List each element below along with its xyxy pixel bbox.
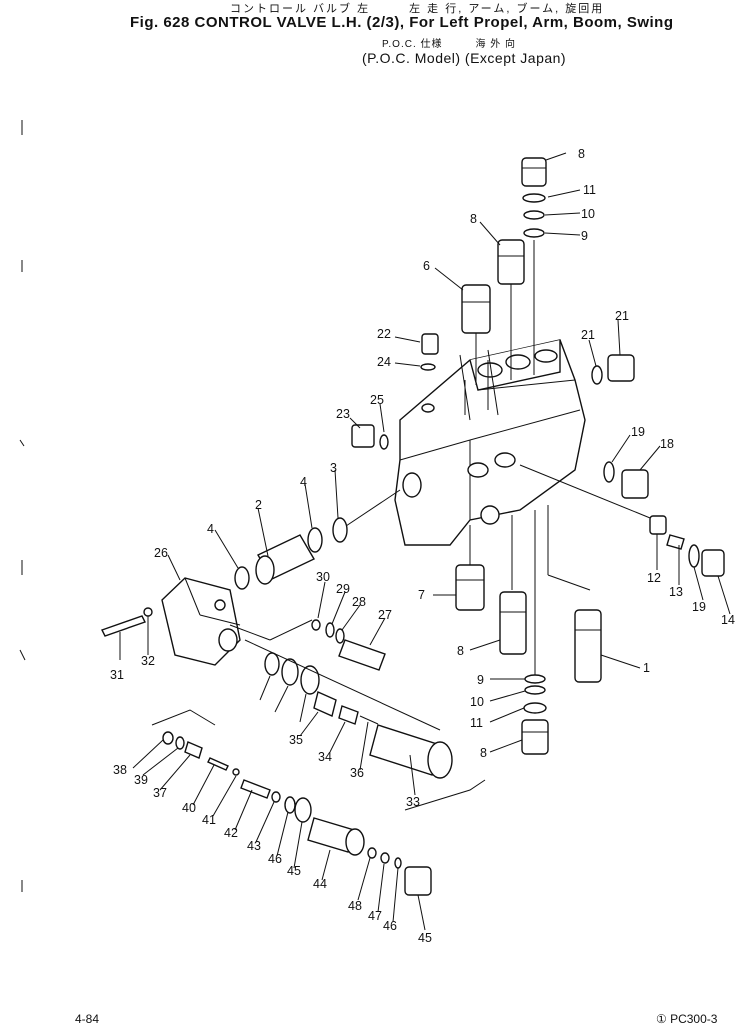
group-brackets <box>151 709 486 811</box>
lower-valve-stack <box>455 505 602 755</box>
callout-22: 26 <box>154 546 168 560</box>
callout-13: 13 <box>669 585 683 599</box>
figure-subtitle: (P.O.C. Model) (Except Japan) <box>362 50 567 66</box>
callout-40: 44 <box>313 877 327 891</box>
callout-14: 14 <box>721 613 735 627</box>
callout-15: 18 <box>660 437 674 451</box>
callout-24: 28 <box>352 595 366 609</box>
callout-46: 46 <box>383 919 397 933</box>
callout-21-top: 24 <box>377 355 391 369</box>
callout-41: 45 <box>287 864 301 878</box>
callout-8-lower: 8 <box>480 746 487 760</box>
callout-45: 45 <box>418 931 432 945</box>
callout-28: 32 <box>141 654 155 668</box>
callout-16-mid: 19 <box>631 425 645 439</box>
callout-35: 39 <box>134 773 148 787</box>
callout-23: 27 <box>378 608 392 622</box>
scan-marks <box>19 120 26 892</box>
callout-29: 33 <box>406 795 420 809</box>
lower-left-assembly <box>244 639 453 779</box>
right-side-parts <box>519 354 725 577</box>
callout-32: 36 <box>350 766 364 780</box>
callout-36: 40 <box>182 801 196 815</box>
spool-parts <box>162 731 432 896</box>
figure-title: Fig. 628 CONTROL VALVE L.H. (2/3), For L… <box>130 14 674 31</box>
callout-19-mid: 23 <box>336 407 350 421</box>
callout-9-lower: 9 <box>477 673 484 687</box>
callout-42: 46 <box>268 852 282 866</box>
relief-valve-23 <box>311 619 386 671</box>
callout-9-top: 9 <box>581 229 588 243</box>
callout-30: 34 <box>318 750 332 764</box>
callout-38: 42 <box>224 826 238 840</box>
callout-37: 41 <box>202 813 216 827</box>
callout-31: 35 <box>289 733 303 747</box>
callout-11-top: 11 <box>583 183 596 197</box>
model-code: ① PC300-3 <box>656 1012 718 1026</box>
callout-4-lower: 4 <box>207 522 214 536</box>
leader-lines <box>119 152 731 931</box>
valve-body <box>394 339 586 546</box>
callout-16-right: 19 <box>692 600 706 614</box>
callout-4-upper: 4 <box>300 475 307 489</box>
callout-44: 48 <box>348 899 362 913</box>
callout-17: 21 <box>615 309 629 323</box>
callout-1: 1 <box>643 661 650 675</box>
japanese-title-line: コントロール バルブ 左 左 走 行, アーム, ブーム, 旋回用 <box>230 3 605 15</box>
callout-43: 47 <box>368 909 382 923</box>
callout-33: 37 <box>153 786 167 800</box>
page-number: 4-84 <box>75 1012 100 1026</box>
callout-18: 21 <box>581 328 595 342</box>
callout-10-top: 10 <box>581 207 595 221</box>
callout-19-top: 22 <box>377 327 391 341</box>
callout-27: 31 <box>110 668 124 682</box>
callout-34: 38 <box>113 763 127 777</box>
callout-5-lower: 7 <box>418 588 425 602</box>
callout-7: 8 <box>457 644 464 658</box>
callout-21-mid: 25 <box>370 393 384 407</box>
upper-valve-stack <box>351 157 547 450</box>
callout-25: 29 <box>336 582 350 596</box>
callout-12: 12 <box>647 571 661 585</box>
japanese-model-line: P.O.C. 仕様 海 外 向 <box>382 39 517 50</box>
callout-5-top: 6 <box>423 259 430 273</box>
callout-39: 43 <box>247 839 261 853</box>
callout-26: 30 <box>316 570 330 584</box>
callout-2: 2 <box>255 498 262 512</box>
callout-10-lower: 10 <box>470 695 484 709</box>
callout-labels: 8 11 10 9 8 6 22 24 23 25 21 21 19 18 3 … <box>110 147 735 945</box>
callout-6: 8 <box>470 212 477 226</box>
callout-8-top: 8 <box>578 147 585 161</box>
left-plug-group <box>234 489 401 590</box>
callout-3: 3 <box>330 461 337 475</box>
callout-11-lower: 11 <box>470 716 483 730</box>
cover-block <box>101 577 313 666</box>
